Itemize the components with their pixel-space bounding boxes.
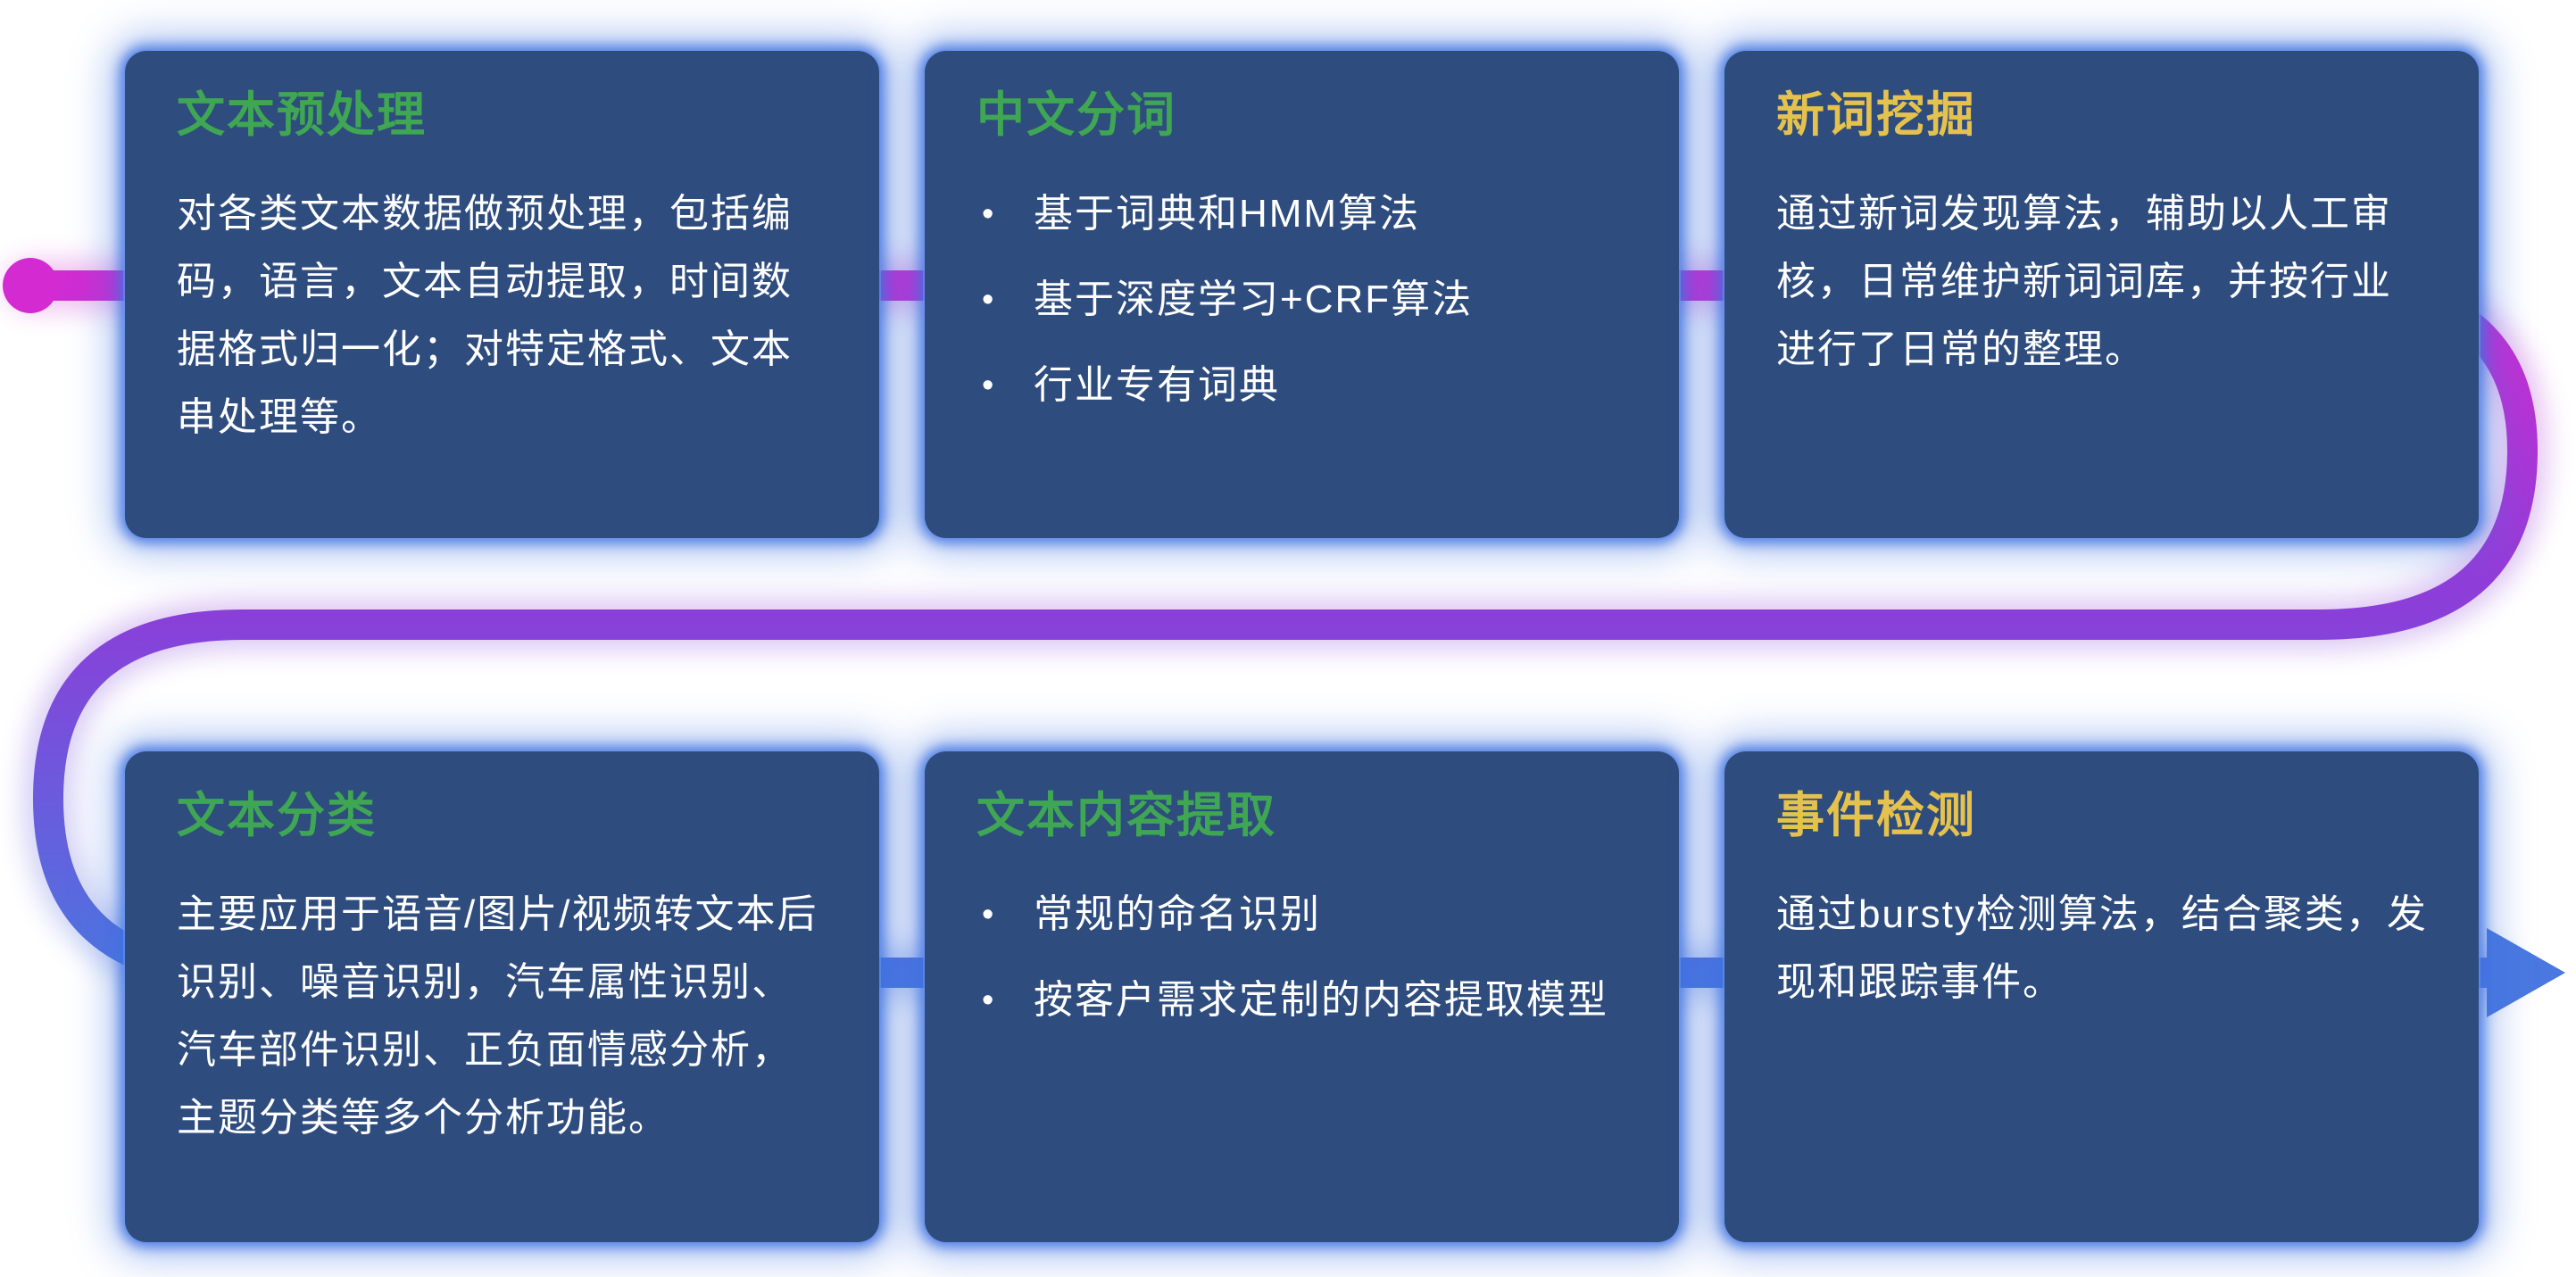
card-text-classification: 文本分类 主要应用于语音/图片/视频转文本后识别、噪音识别，汽车属性识别、汽车部… [125, 751, 879, 1242]
card-title-text-classification: 文本分类 [177, 789, 377, 842]
flow-arrow-icon [2487, 928, 2565, 1017]
card-title-text-content-extraction: 文本内容提取 [976, 789, 1276, 842]
bullet-item: 按客户需求定制的内容提取模型 [976, 966, 1631, 1034]
card-title-event-detection: 事件检测 [1776, 789, 1976, 842]
card-body-event-detection: 通过bursty检测算法，结合聚类，发现和跟踪事件。 [1776, 891, 2428, 1004]
card-body-new-word-mining: 通过新词发现算法，辅助以人工审核，日常维护新词词库，并按行业进行了日常的整理。 [1776, 191, 2392, 371]
bullet-item: 常规的命名识别 [976, 881, 1631, 949]
bullet-item: 基于深度学习+CRF算法 [976, 266, 1631, 334]
card-new-word-mining: 新词挖掘 通过新词发现算法，辅助以人工审核，日常维护新词词库，并按行业进行了日常… [1724, 51, 2479, 538]
bullet-item: 基于词典和HMM算法 [976, 180, 1631, 248]
card-event-detection: 事件检测 通过bursty检测算法，结合聚类，发现和跟踪事件。 [1724, 751, 2479, 1242]
card-text-preprocessing: 文本预处理 对各类文本数据做预处理，包括编码，语言，文本自动提取，时间数据格式归… [125, 51, 879, 538]
bullet-item: 行业专有词典 [976, 352, 1631, 419]
card-title-new-word-mining: 新词挖掘 [1776, 88, 1976, 142]
flow-start-dot [3, 258, 58, 313]
bullet-list: 常规的命名识别 按客户需求定制的内容提取模型 [976, 881, 1631, 1034]
flow-path [15, 270, 2539, 988]
card-title-text-preprocessing: 文本预处理 [177, 88, 427, 142]
bullet-list: 基于词典和HMM算法 基于深度学习+CRF算法 行业专有词典 [976, 180, 1631, 419]
card-chinese-word-segmentation: 中文分词 基于词典和HMM算法 基于深度学习+CRF算法 行业专有词典 [925, 51, 1679, 538]
card-text-content-extraction: 文本内容提取 常规的命名识别 按客户需求定制的内容提取模型 [925, 751, 1679, 1242]
card-title-chinese-word-segmentation: 中文分词 [976, 88, 1176, 142]
card-body-text-preprocessing: 对各类文本数据做预处理，包括编码，语言，文本自动提取，时间数据格式归一化；对特定… [177, 191, 793, 439]
card-body-text-classification: 主要应用于语音/图片/视频转文本后识别、噪音识别，汽车属性识别、汽车部件识别、正… [177, 891, 819, 1140]
